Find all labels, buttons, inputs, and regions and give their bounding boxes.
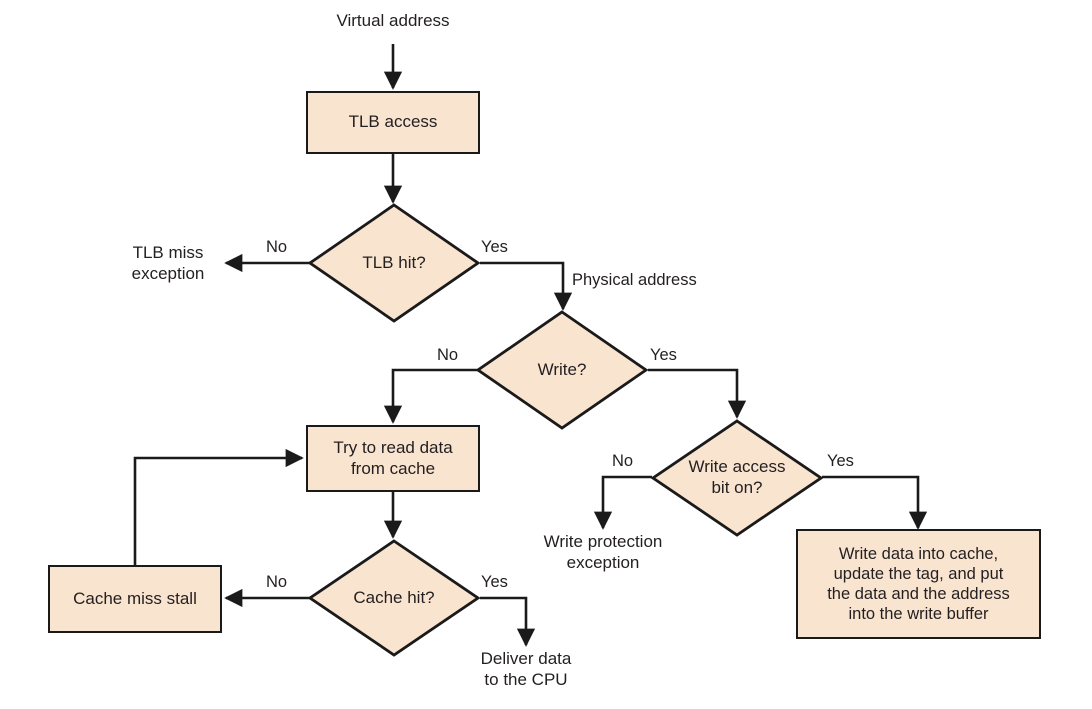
edge-tlb-hit-yes (480, 261, 573, 311)
cache-hit-diamond-shape (308, 539, 480, 657)
edge-wbit-yes (822, 475, 928, 530)
edge-label-write-no: No (437, 346, 459, 364)
edge-label-wbit-no: No (612, 452, 634, 470)
node-cache-hit[interactable]: Cache hit? (308, 539, 480, 657)
edge-label-cache-hit-no: No (266, 573, 288, 591)
node-cache-miss-stall[interactable]: Cache miss stall (48, 565, 222, 633)
edge-wbit-no (593, 475, 652, 530)
edge-label-physical-address: Physical address (572, 271, 697, 289)
node-tlb-hit[interactable]: TLB hit? (308, 203, 480, 323)
node-write-question-label: Write? (537, 359, 587, 379)
tlb-hit-diamond-shape (308, 203, 480, 323)
node-write-data-into-cache[interactable]: Write data into cache,update the tag, an… (796, 529, 1041, 639)
edge-label-cache-hit-yes: Yes (481, 573, 508, 591)
edge-cache-hit-yes (480, 596, 536, 647)
entry-label-virtual-address: Virtual address (336, 11, 450, 30)
write-question-diamond-shape (476, 310, 648, 430)
edge-write-no (383, 368, 478, 424)
edge-cache-miss-feedback (133, 448, 304, 566)
node-write-question[interactable]: Write? (476, 310, 648, 430)
write-access-bit-diamond-shape (651, 419, 823, 537)
edge-write-yes (648, 368, 747, 419)
edge-label-wbit-yes: Yes (827, 452, 854, 470)
edge-label-tlb-hit-yes: Yes (481, 238, 508, 256)
edge-label-write-yes: Yes (650, 346, 677, 364)
node-tlb-access[interactable]: TLB access (306, 91, 480, 154)
edge-label-tlb-hit-no: No (266, 238, 288, 256)
node-cache-hit-label: Cache hit? (353, 587, 435, 607)
node-tlb-hit-label: TLB hit? (362, 252, 426, 272)
